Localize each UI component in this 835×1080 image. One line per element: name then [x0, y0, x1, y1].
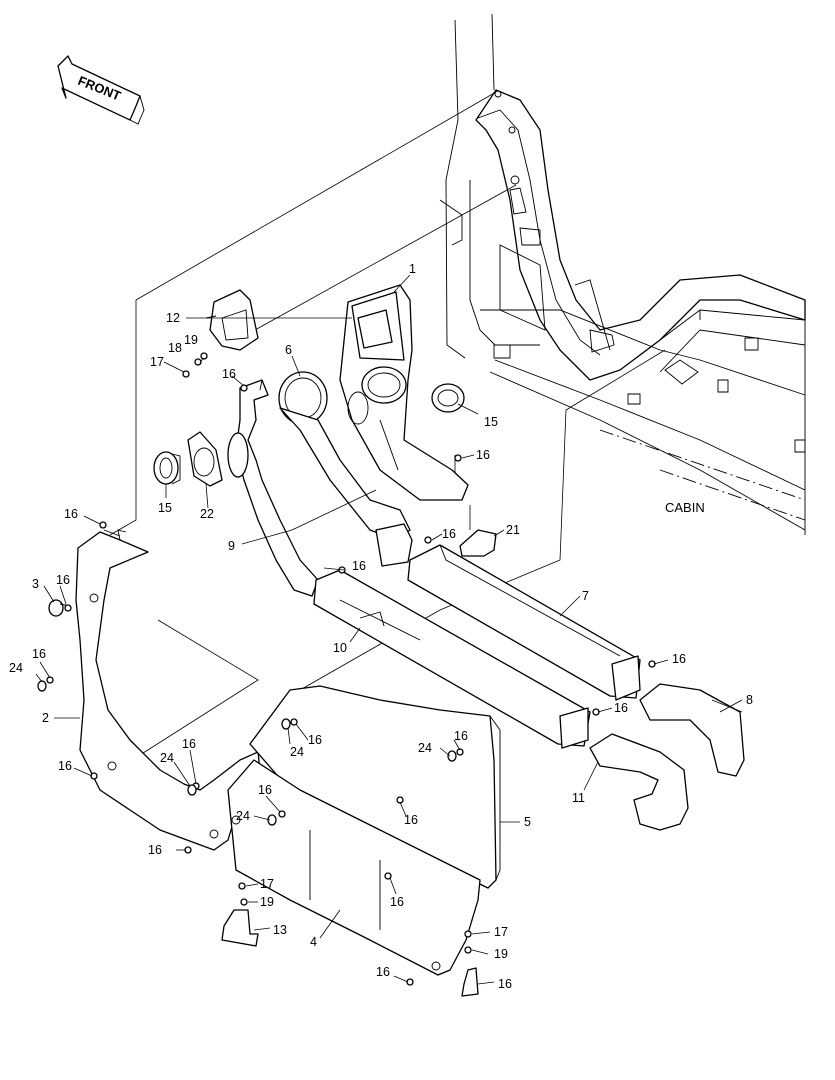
part-1-vent-housing	[339, 284, 469, 501]
callout-17: 17	[260, 877, 274, 891]
callout-18: 18	[168, 341, 182, 355]
callout-24: 24	[418, 741, 432, 755]
part-22-bezel	[187, 431, 223, 487]
callout-16: 16	[148, 843, 162, 857]
callout-23: 16	[498, 977, 512, 991]
callout-11: 11	[572, 791, 585, 805]
part-15-cap-left	[153, 451, 181, 485]
callout-16: 16	[58, 759, 72, 773]
callout-24: 24	[290, 745, 304, 759]
callout-16: 16	[390, 895, 404, 909]
callout-16: 16	[614, 701, 628, 715]
callout-8: 8	[746, 693, 753, 707]
part-3-knob	[48, 599, 71, 617]
part-2-side-panel	[75, 529, 261, 851]
part-12-bracket	[205, 289, 259, 351]
callout-16: 16	[258, 783, 272, 797]
callout-24: 24	[236, 809, 250, 823]
callout-16: 16	[352, 559, 366, 573]
part-9-duct	[227, 379, 319, 597]
callout-16: 16	[64, 507, 78, 521]
callout-3: 3	[32, 577, 39, 591]
callout-5: 5	[524, 815, 531, 829]
part-23-bracket	[461, 967, 479, 997]
callout-12: 12	[166, 311, 180, 325]
callout-19: 19	[260, 895, 274, 909]
part-8-end-duct	[639, 683, 745, 777]
callout-16: 16	[222, 367, 236, 381]
callout-16: 16	[376, 965, 390, 979]
part-4-lower-panel	[227, 759, 481, 976]
cabin-frame	[439, 13, 806, 535]
callout-4: 4	[310, 935, 317, 949]
callout-labels: 1 12 19 18 17 6 16 15 16 15 22 16 21 16 …	[9, 262, 753, 991]
callout-7: 7	[582, 589, 589, 603]
callout-15: 15	[484, 415, 498, 429]
callout-13: 13	[273, 923, 287, 937]
callout-15: 15	[158, 501, 172, 515]
callout-16: 16	[404, 813, 418, 827]
callout-22: 22	[200, 507, 214, 521]
callout-9: 9	[228, 539, 235, 553]
callout-21: 21	[506, 523, 520, 537]
callout-16: 16	[454, 729, 468, 743]
callout-16: 16	[476, 448, 490, 462]
part-15-cap-right	[431, 383, 465, 413]
callout-10: 10	[333, 641, 347, 655]
callout-24: 24	[9, 661, 23, 675]
callout-19: 19	[494, 947, 508, 961]
cabin-label: CABIN	[665, 500, 705, 515]
callout-17: 17	[150, 355, 164, 369]
callout-2: 2	[42, 711, 49, 725]
callout-17: 17	[494, 925, 508, 939]
callout-16: 16	[32, 647, 46, 661]
part-11-end-duct	[589, 733, 689, 831]
front-arrow: FRONT	[57, 55, 145, 125]
callout-1: 1	[409, 262, 416, 276]
fasteners	[37, 352, 656, 986]
duct-upper	[279, 407, 413, 567]
part-21-bracket	[459, 529, 497, 557]
callout-6: 6	[285, 343, 292, 357]
part-13-bracket	[221, 909, 259, 947]
callout-16: 16	[442, 527, 456, 541]
part-7-long-duct	[407, 544, 641, 701]
callout-19: 19	[184, 333, 198, 347]
callout-16: 16	[182, 737, 196, 751]
part-10-duct	[313, 569, 591, 749]
callout-16: 16	[56, 573, 70, 587]
callout-24: 24	[160, 751, 174, 765]
callout-16: 16	[308, 733, 322, 747]
callout-16: 16	[672, 652, 686, 666]
leader-lines	[35, 274, 743, 985]
